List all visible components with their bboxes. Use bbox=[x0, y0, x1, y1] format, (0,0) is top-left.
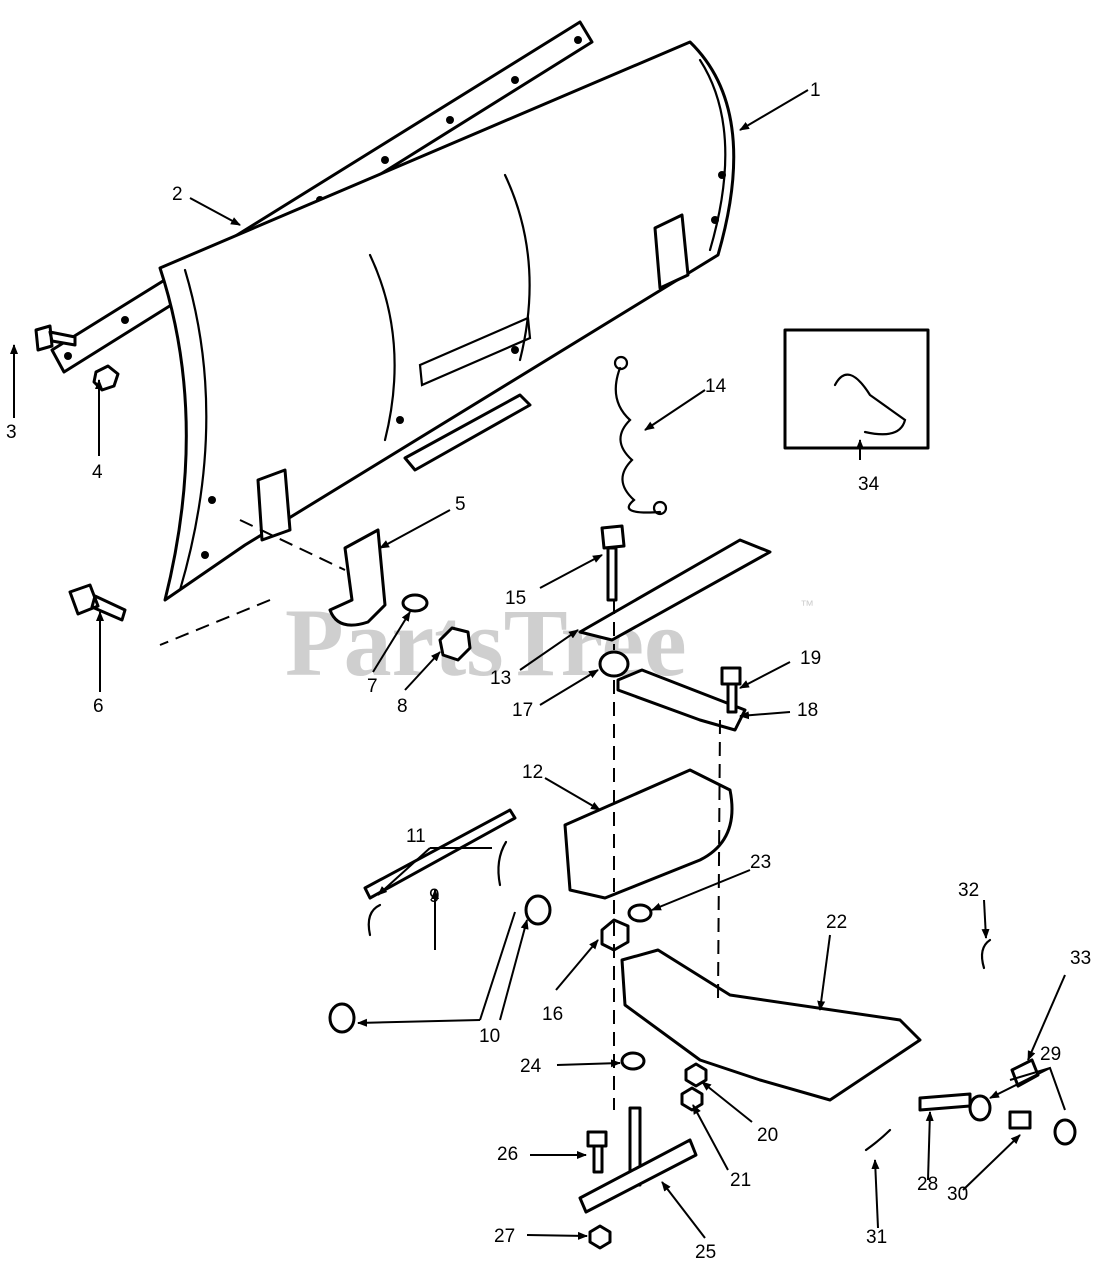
bolt-26 bbox=[586, 1130, 608, 1174]
callout-9: 9 bbox=[429, 886, 440, 907]
nut-20 bbox=[684, 1062, 708, 1088]
cotter-pin-31 bbox=[864, 1128, 892, 1152]
callout-23: 23 bbox=[750, 852, 771, 873]
callout-34: 34 bbox=[858, 474, 880, 495]
washer-23 bbox=[627, 903, 653, 923]
callout-20: 20 bbox=[757, 1125, 778, 1146]
mounting-bracket-22 bbox=[620, 948, 922, 1102]
washer-29b bbox=[1053, 1118, 1077, 1146]
callout-8: 8 bbox=[397, 696, 408, 717]
washer-10b bbox=[328, 1002, 356, 1034]
callout-16: 16 bbox=[542, 1004, 563, 1025]
callout-3: 3 bbox=[6, 422, 17, 443]
callout-33: 33 bbox=[1070, 948, 1091, 969]
nut-8 bbox=[438, 626, 472, 662]
washer-24 bbox=[620, 1051, 646, 1071]
washer-10a bbox=[524, 894, 552, 926]
callout-30: 30 bbox=[947, 1184, 968, 1205]
hitch-pin-inset-box bbox=[783, 328, 930, 450]
callout-21: 21 bbox=[730, 1170, 751, 1191]
callout-18: 18 bbox=[797, 700, 818, 721]
spring-30 bbox=[1008, 1110, 1032, 1130]
washer-7 bbox=[401, 593, 429, 613]
watermark-trademark: ™ bbox=[800, 597, 814, 613]
callout-17: 17 bbox=[512, 700, 533, 721]
swivel-frame-12 bbox=[563, 768, 734, 900]
callout-2: 2 bbox=[172, 184, 183, 205]
callout-5: 5 bbox=[455, 494, 466, 515]
nut-27 bbox=[588, 1224, 612, 1250]
carriage-bolt-3 bbox=[34, 324, 77, 352]
callout-7: 7 bbox=[367, 676, 378, 697]
cotter-pin-32 bbox=[980, 938, 992, 970]
callout-24: 24 bbox=[520, 1056, 542, 1077]
callout-13: 13 bbox=[490, 668, 511, 689]
washer-29a bbox=[968, 1094, 992, 1122]
callout-6: 6 bbox=[93, 696, 104, 717]
callout-22: 22 bbox=[826, 912, 847, 933]
spacer-17 bbox=[598, 650, 630, 678]
nut-4 bbox=[92, 364, 120, 392]
callout-12: 12 bbox=[522, 762, 543, 783]
callout-19: 19 bbox=[800, 648, 821, 669]
bracket-5 bbox=[328, 528, 387, 627]
clevis-pin-28 bbox=[918, 1092, 972, 1112]
callout-29: 29 bbox=[1040, 1044, 1061, 1065]
lift-lever-13 bbox=[578, 538, 772, 642]
leader-lines bbox=[10, 89, 1066, 1240]
callout-14: 14 bbox=[705, 376, 727, 397]
callout-28: 28 bbox=[917, 1174, 938, 1195]
callout-10: 10 bbox=[479, 1026, 500, 1047]
callout-31: 31 bbox=[866, 1227, 887, 1248]
cotter-pin-11b bbox=[497, 840, 508, 887]
callout-11: 11 bbox=[406, 826, 426, 847]
nut-21 bbox=[680, 1086, 704, 1112]
plow-blade bbox=[158, 40, 736, 602]
plate-25 bbox=[578, 1138, 698, 1214]
callout-4: 4 bbox=[92, 462, 103, 483]
callout-1: 1 bbox=[810, 80, 821, 101]
hitch-pin-34 bbox=[833, 373, 907, 436]
bolt-6 bbox=[68, 583, 127, 622]
cotter-pin-11a bbox=[367, 903, 382, 937]
callout-25: 25 bbox=[695, 1242, 716, 1263]
callout-numbers: 1 2 3 4 5 6 7 8 9 10 11 12 13 14 15 16 1… bbox=[6, 80, 1091, 1263]
callout-26: 26 bbox=[497, 1144, 518, 1165]
rod-9 bbox=[363, 808, 517, 900]
callout-27: 27 bbox=[494, 1226, 515, 1247]
callout-15: 15 bbox=[505, 588, 526, 609]
pivot-plate-18 bbox=[616, 668, 747, 732]
spring-14 bbox=[613, 355, 668, 516]
bolt-15 bbox=[600, 524, 626, 602]
callout-32: 32 bbox=[958, 880, 979, 901]
